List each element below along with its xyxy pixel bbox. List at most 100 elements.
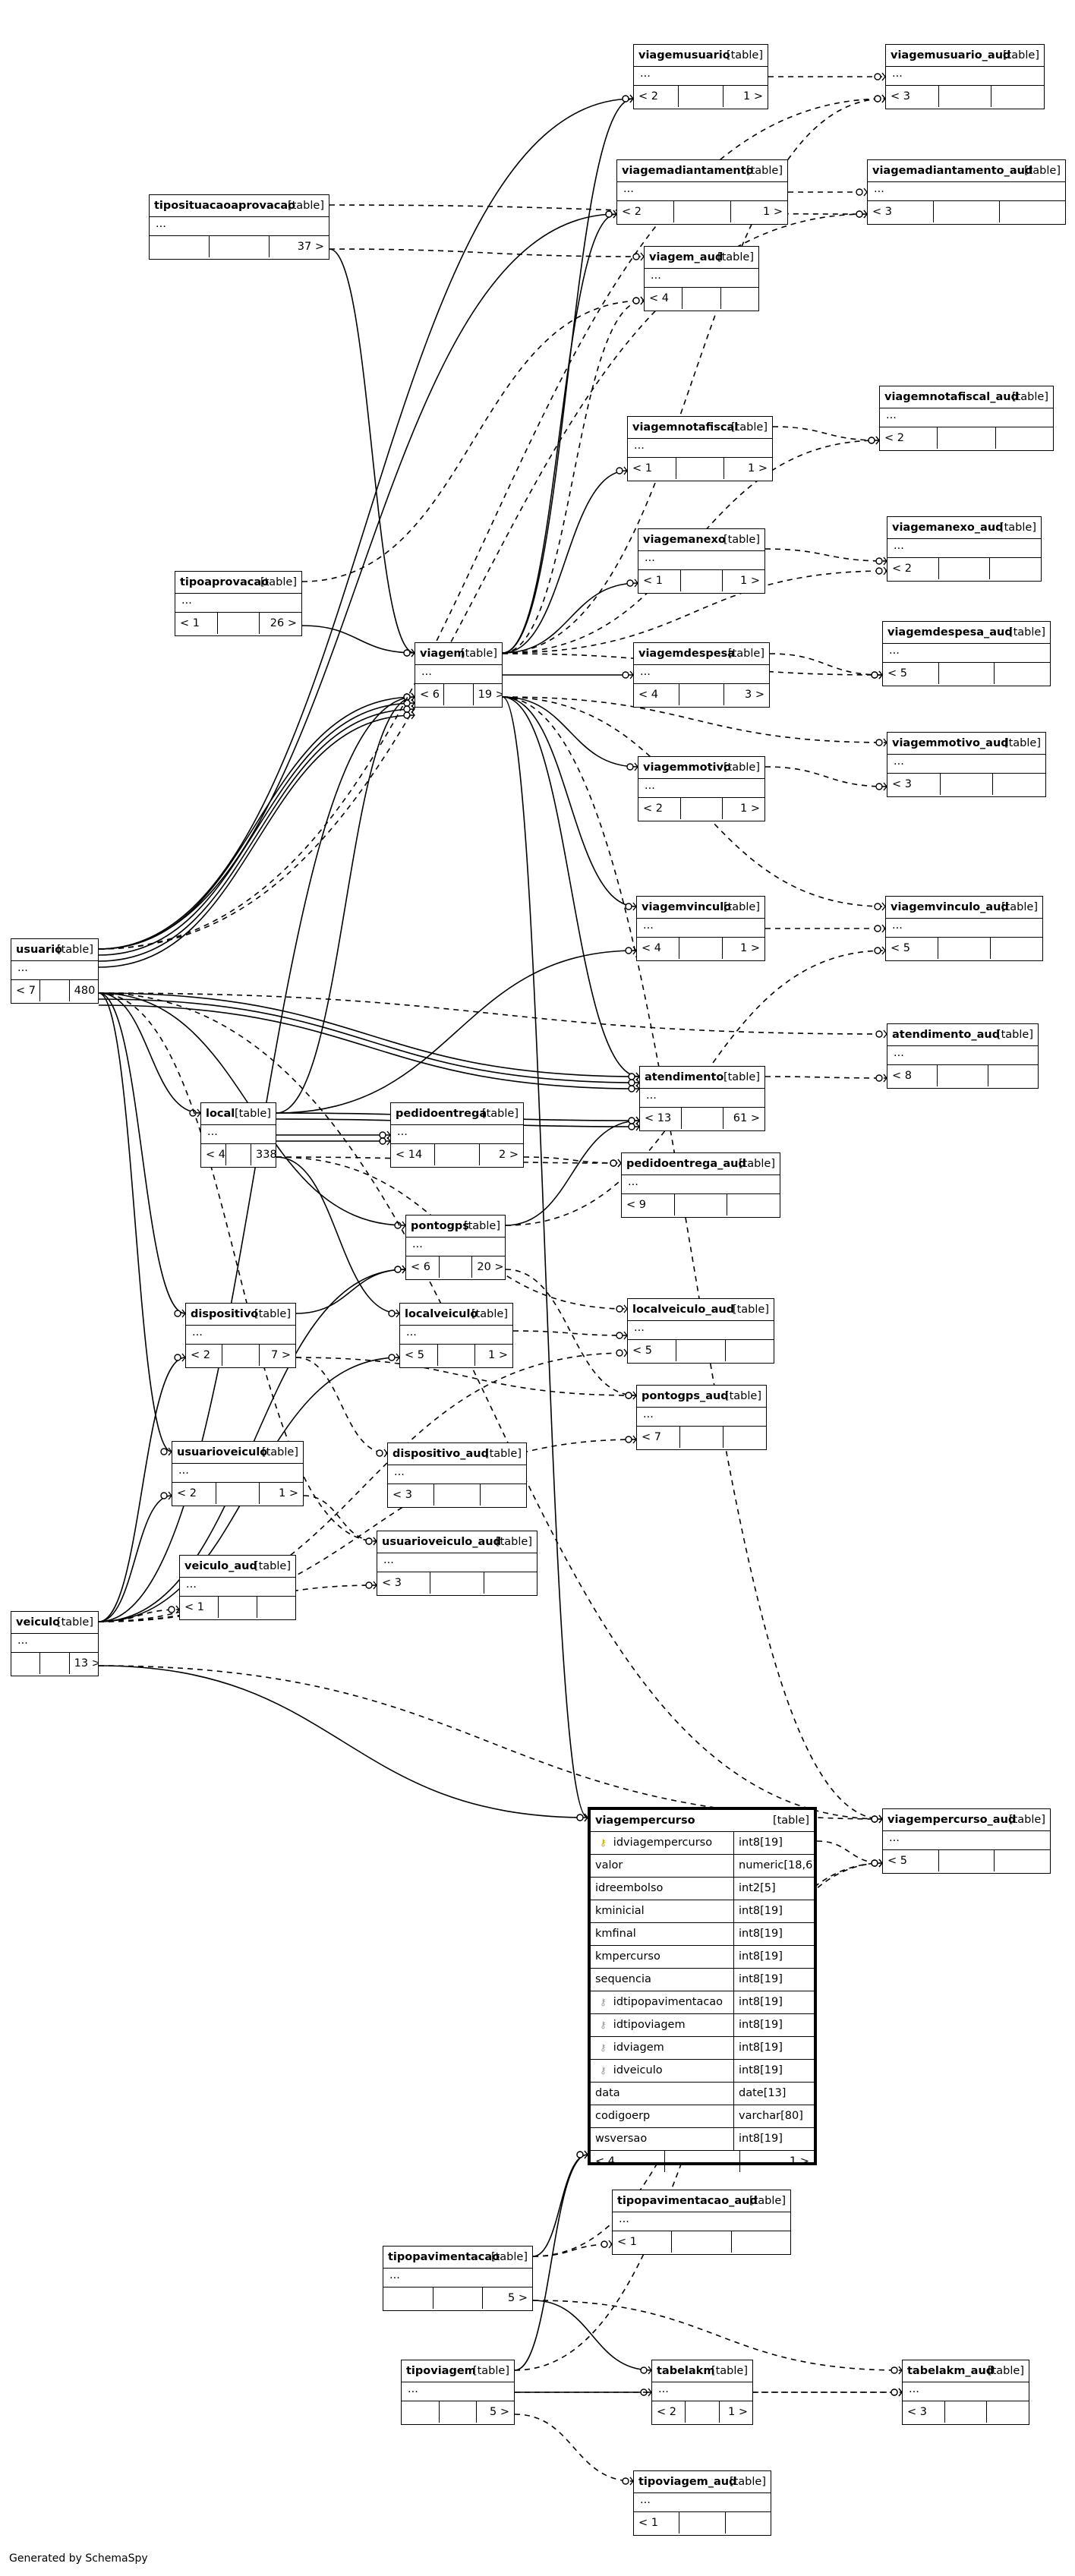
table-footer: < 3: [887, 774, 1045, 795]
column-name: codigoerp: [591, 2105, 734, 2127]
crowfoot-marker: [403, 699, 411, 707]
parent-count: < 3: [868, 201, 934, 222]
table-viagemmotivo_aud[interactable]: [table]viagemmotivo_aud...< 3: [887, 732, 1046, 797]
table-header: [table]tipopavimentacao_aud: [613, 2190, 790, 2212]
table-name: viagemnotafiscal: [632, 421, 739, 434]
child-count: [481, 1484, 526, 1506]
table-pontogps_aud[interactable]: [table]pontogps_aud...< 7: [636, 1385, 767, 1450]
table-usuarioveiculo_aud[interactable]: [table]usuarioveiculo_aud...< 3: [377, 1531, 538, 1596]
table-header: [table]viagempercurso_aud: [883, 1809, 1050, 1831]
parent-count: [383, 2288, 433, 2309]
table-kind-label: [table]: [723, 1071, 760, 1083]
relationship-line: [514, 2414, 634, 2482]
crowfoot-marker: [379, 1137, 386, 1145]
table-kind-label: [table]: [996, 1029, 1033, 1041]
parent-count: < 2: [172, 1483, 216, 1504]
table-footer: < 3: [388, 1484, 526, 1506]
column-name: kminicial: [591, 1900, 734, 1922]
table-tipoviagem[interactable]: [table]tipoviagem...5 >: [401, 2360, 515, 2425]
table-viagemvinculo_aud[interactable]: [table]viagemvinculo_aud...< 5: [885, 896, 1043, 961]
generator-footer: Generated by SchemaSpy: [9, 2552, 148, 2565]
crowfoot-fork: [411, 705, 415, 714]
table-viagemusuario_aud[interactable]: [table]viagemusuario_aud...< 3: [885, 44, 1045, 109]
table-tiposituacaoaprovacao[interactable]: [table]tiposituacaoaprovacao...37 >: [149, 194, 329, 260]
relationship-line: [329, 248, 415, 654]
child-count: 26 >: [270, 617, 298, 629]
table-dispositivo_aud[interactable]: [table]dispositivo_aud...< 3: [387, 1442, 527, 1508]
relationship-line: [532, 2300, 903, 2371]
parent-count: < 6: [415, 684, 445, 705]
relationship-line: [98, 992, 377, 1542]
table-viagem_aud[interactable]: [table]viagem_aud...< 4: [644, 246, 759, 311]
table-localveiculo_aud[interactable]: [table]localveiculo_aud...< 5: [627, 1298, 774, 1364]
table-viagemanexo_aud[interactable]: [table]viagemanexo_aud...< 2: [887, 516, 1042, 582]
relationship-line: [276, 1156, 628, 1310]
table-kind-label: [table]: [287, 200, 324, 212]
table-tipopavimentacao[interactable]: [table]tipopavimentacao...5 >: [383, 2246, 533, 2311]
table-tipopavimentacao_aud[interactable]: [table]tipopavimentacao_aud...< 1: [612, 2190, 791, 2255]
table-viagempercurso_aud[interactable]: [table]viagempercurso_aud...< 5: [882, 1808, 1051, 1874]
relationship-line: [276, 696, 415, 1114]
table-kind-label: [table]: [460, 648, 497, 660]
table-veiculo[interactable]: [table]veiculo...13 >: [11, 1611, 99, 1676]
relationship-line: [505, 950, 886, 1226]
table-viagemdespesa_aud[interactable]: [table]viagemdespesa_aud...< 5: [882, 621, 1051, 686]
table-columns-collapsed: ...: [903, 2382, 1029, 2401]
relationship-line: [502, 696, 887, 743]
table-tabelakm_aud[interactable]: [table]tabelakm_aud...< 3: [902, 2360, 1029, 2425]
table-header: [table]viagemnotafiscal_aud: [880, 386, 1053, 408]
table-viagemnotafiscal_aud[interactable]: [table]viagemnotafiscal_aud...< 2: [879, 386, 1054, 451]
crowfoot-marker: [875, 1074, 883, 1082]
table-name: tipoaprovacao: [180, 576, 270, 588]
table-viagemadiantamento_aud[interactable]: [table]viagemadiantamento_aud...< 3: [867, 159, 1066, 225]
table-columns-collapsed: ...: [388, 1465, 526, 1484]
column-name: valor: [591, 1855, 734, 1877]
table-header: [table]tipopavimentacao: [383, 2247, 532, 2269]
spacer-cell: [440, 1256, 473, 1278]
parent-count: < 8: [887, 1065, 938, 1086]
table-header: [table]usuario: [11, 939, 98, 961]
table-kind-label: [table]: [463, 1220, 500, 1232]
column-type: date[13]: [739, 2087, 787, 2099]
table-kind-label: [table]: [471, 1308, 508, 1320]
primary-key-icon: ⚷: [600, 1837, 607, 1848]
table-kind-label: [table]: [1008, 1814, 1045, 1826]
table-tipoviagem_aud[interactable]: [table]tipoviagem_aud...< 1: [633, 2470, 771, 2536]
child-count: 5 >: [508, 2292, 528, 2304]
crowfoot-marker: [874, 925, 881, 932]
table-atendimento_aud[interactable]: [table]atendimento_aud...< 8: [887, 1023, 1039, 1089]
crowfoot-marker: [626, 579, 634, 587]
table-veiculo_aud[interactable]: [table]veiculo_aud...< 1: [179, 1555, 296, 1620]
crowfoot-marker: [616, 1349, 623, 1357]
table-header: [table]viagemvinculo: [637, 897, 764, 919]
table-pedidoentrega_aud[interactable]: [table]pedidoentrega_aud...< 9: [621, 1152, 780, 1218]
